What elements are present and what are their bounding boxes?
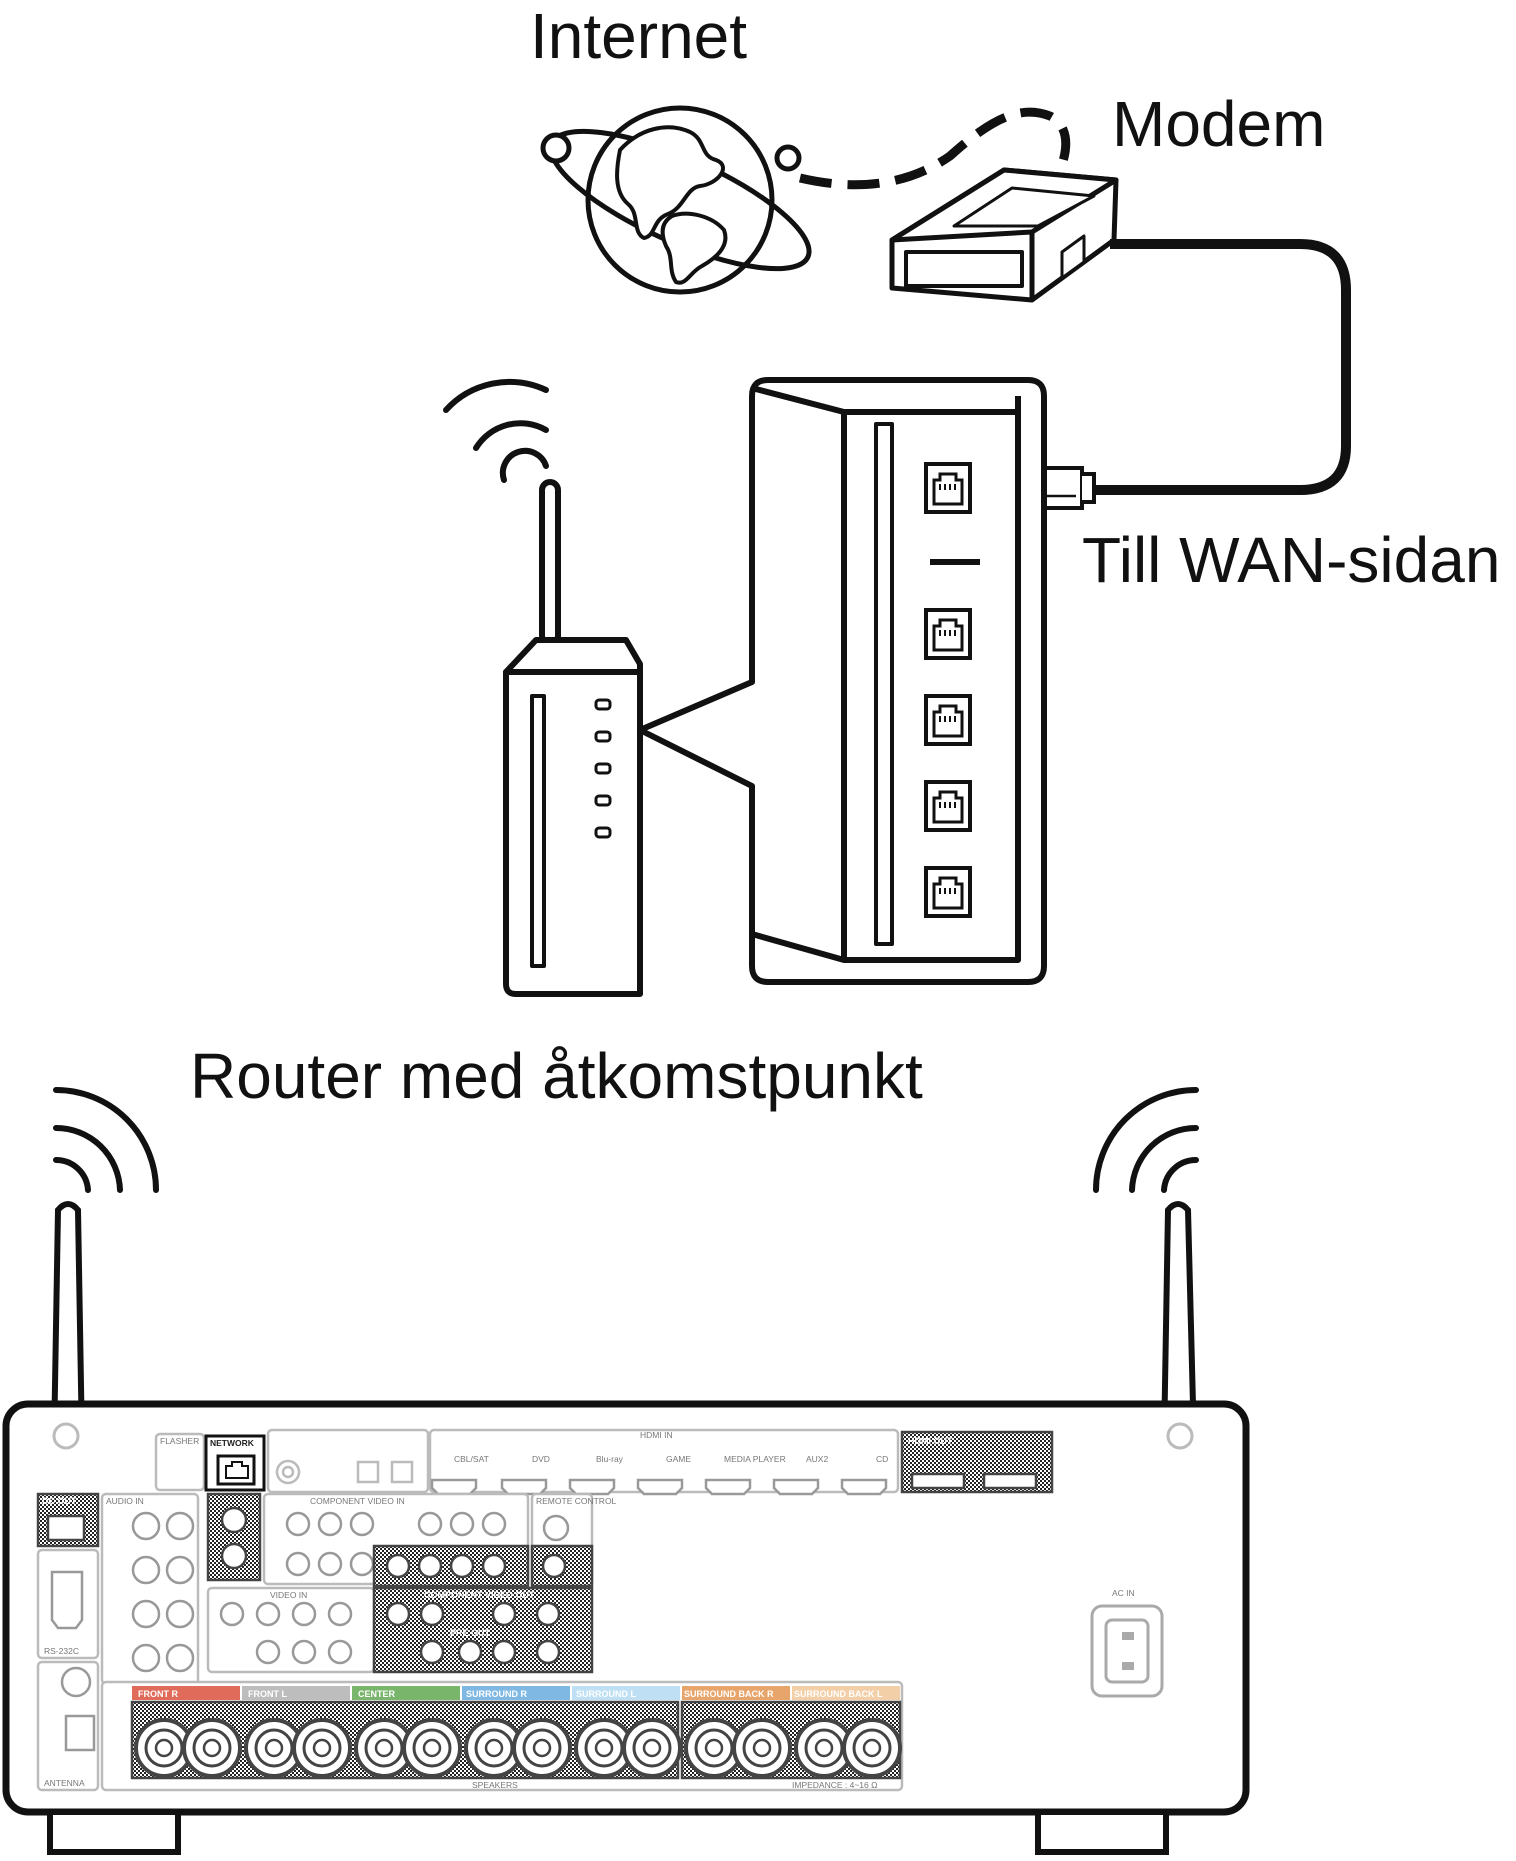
hdmi-input-2: DVD — [532, 1454, 550, 1464]
wan-cable — [1090, 239, 1351, 495]
hdmi-out-label: HDMI OUT — [908, 1436, 953, 1446]
antenna-label: ANTENNA — [44, 1778, 85, 1788]
hdmi-input-1: CBL/SAT — [454, 1454, 489, 1464]
router-port-callout — [637, 377, 1047, 985]
lan-port-4-icon — [924, 866, 972, 918]
impedance-label: IMPEDANCE : 4~16 Ω — [792, 1780, 877, 1790]
wan-label: Till WAN-sidan — [1082, 524, 1500, 596]
modem-label: Modem — [1112, 88, 1325, 160]
hdmi-input-4: GAME — [666, 1454, 691, 1464]
lan-port-1-icon — [924, 608, 972, 660]
hdmi-input-3: Blu-ray — [596, 1454, 624, 1464]
speaker-group-3: CENTER — [358, 1689, 396, 1699]
wan-port-icon — [924, 462, 972, 514]
speakers-label: SPEAKERS — [472, 1780, 518, 1790]
ac-in-label: AC IN — [1112, 1588, 1135, 1598]
remote-control-label: REMOTE CONTROL — [536, 1496, 617, 1506]
router-label: Router med åtkomstpunkt — [190, 1040, 923, 1112]
speaker-group-5: SURROUND L — [576, 1689, 637, 1699]
router-icon — [443, 378, 643, 997]
speaker-group-1: FRONT R — [138, 1689, 178, 1699]
modem-icon — [889, 167, 1119, 303]
pre-out-label: PRE OUT — [450, 1628, 491, 1638]
hdmi-in-label: HDMI IN — [640, 1430, 673, 1440]
lan-port-2-icon — [924, 694, 972, 746]
speaker-group-7: SURROUND BACK L — [794, 1689, 883, 1699]
globe-icon — [540, 105, 812, 295]
dc-out-label: DC OUT — [42, 1496, 77, 1506]
internet-modem-link — [798, 107, 1071, 190]
receiver-left-antenna-icon — [50, 1087, 159, 1454]
component-video-out-label: COMPONENT VIDEO OUT — [424, 1590, 535, 1600]
audio-in-label: AUDIO IN — [106, 1496, 144, 1506]
hdmi-input-5: MEDIA PLAYER — [724, 1454, 786, 1464]
internet-label: Internet — [530, 0, 747, 72]
receiver-right-antenna-icon — [1093, 1087, 1199, 1454]
video-in-label: VIDEO IN — [270, 1590, 307, 1600]
speaker-group-4: SURROUND R — [466, 1689, 528, 1699]
speaker-group-6: SURROUND BACK R — [684, 1689, 774, 1699]
flasher-label: FLASHER — [160, 1436, 199, 1446]
hdmi-input-7: CD — [876, 1454, 888, 1464]
lan-port-3-icon — [924, 780, 972, 832]
hdmi-input-6: AUX2 — [806, 1454, 828, 1464]
rs232c-label: RS-232C — [44, 1646, 79, 1656]
speaker-group-2: FRONT L — [248, 1689, 287, 1699]
component-video-in-label: COMPONENT VIDEO IN — [310, 1496, 405, 1506]
network-port-label: NETWORK — [210, 1438, 255, 1448]
